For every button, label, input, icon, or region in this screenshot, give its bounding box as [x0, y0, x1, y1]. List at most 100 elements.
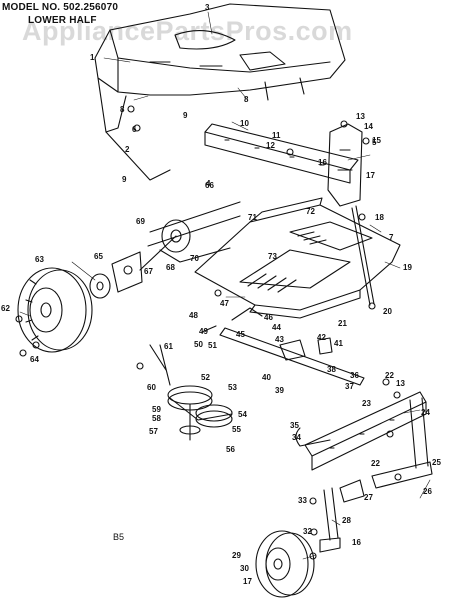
callout-10: 10	[240, 119, 249, 128]
callout-2: 2	[125, 145, 130, 154]
leader-lines	[19, 11, 431, 560]
callout-51: 51	[208, 341, 217, 350]
callout-13b: 13	[396, 379, 405, 388]
callout-46: 46	[264, 313, 273, 322]
center-pan	[194, 197, 401, 319]
callout-73: 73	[268, 252, 277, 261]
callout-6: 6	[132, 125, 137, 134]
callout-23: 23	[362, 399, 371, 408]
callout-61: 61	[164, 342, 173, 351]
axle-bar	[201, 307, 365, 386]
callout-12: 12	[266, 141, 275, 150]
callout-55: 55	[232, 425, 241, 434]
callout-11: 11	[272, 131, 281, 140]
callout-34: 34	[292, 433, 301, 442]
callout-43: 43	[275, 335, 284, 344]
cross-member	[204, 123, 359, 184]
callout-labels: 1 2 3 4 5 6 7 8 9 10 11 12 13 14 15 16 1…	[1, 3, 441, 586]
diagram-code: B5	[113, 532, 125, 542]
callout-66: 66	[205, 181, 214, 190]
callout-19: 19	[403, 263, 412, 272]
callout-17b: 17	[243, 577, 252, 586]
callout-16b: 16	[352, 538, 361, 547]
callout-35: 35	[290, 421, 299, 430]
callout-72: 72	[306, 207, 315, 216]
callout-14: 14	[364, 122, 373, 131]
callout-65: 65	[94, 252, 103, 261]
callout-68: 68	[166, 263, 175, 272]
callout-25: 25	[432, 458, 441, 467]
callout-32: 32	[303, 527, 312, 536]
callout-57: 57	[149, 427, 158, 436]
callout-26: 26	[423, 487, 432, 496]
watermark: AppliancePartsPros.com	[22, 16, 353, 46]
pulley-stack	[149, 344, 233, 441]
callout-56: 56	[226, 445, 235, 454]
callout-59: 59	[152, 405, 161, 414]
callout-4: 4	[206, 179, 211, 188]
callout-47: 47	[220, 299, 229, 308]
callout-70: 70	[190, 254, 199, 263]
callout-22b: 22	[371, 459, 380, 468]
callout-63: 63	[35, 255, 44, 264]
steering-bracket	[327, 123, 363, 207]
callout-60: 60	[147, 383, 156, 392]
callout-9b: 9	[122, 175, 127, 184]
callout-45: 45	[236, 330, 245, 339]
callout-39: 39	[275, 386, 284, 395]
callout-40: 40	[262, 373, 271, 382]
callout-71: 71	[248, 213, 257, 222]
callout-38: 38	[327, 365, 336, 374]
callout-17: 17	[366, 171, 375, 180]
callout-18: 18	[375, 213, 384, 222]
callout-27: 27	[364, 493, 373, 502]
hardware	[15, 105, 402, 560]
callout-52: 52	[201, 373, 210, 382]
callout-50: 50	[194, 340, 203, 349]
callout-64: 64	[30, 355, 39, 364]
callout-37: 37	[345, 382, 354, 391]
spindles	[319, 397, 433, 553]
callout-7: 7	[389, 233, 394, 242]
callout-30: 30	[240, 564, 249, 573]
callout-28: 28	[342, 516, 351, 525]
callout-13: 13	[356, 112, 365, 121]
callout-69: 69	[136, 217, 145, 226]
callout-36: 36	[350, 371, 359, 380]
callout-3: 3	[205, 3, 210, 12]
callout-24: 24	[421, 408, 430, 417]
callout-5: 5	[372, 138, 377, 147]
callout-8: 8	[120, 105, 125, 114]
section-title: LOWER HALF	[28, 15, 97, 26]
callout-48: 48	[189, 311, 198, 320]
callout-20: 20	[383, 307, 392, 316]
callout-58: 58	[152, 414, 161, 423]
callout-67: 67	[144, 267, 153, 276]
callout-44: 44	[272, 323, 281, 332]
callout-53: 53	[228, 383, 237, 392]
callout-42: 42	[317, 333, 326, 342]
left-wheel	[17, 267, 93, 353]
callout-21: 21	[338, 319, 347, 328]
callout-9: 9	[183, 111, 188, 120]
callout-15: 15	[372, 136, 381, 145]
callout-16: 16	[318, 158, 327, 167]
callout-29: 29	[232, 551, 241, 560]
callout-1: 1	[90, 53, 95, 62]
steering-rod	[351, 205, 376, 310]
idler-assembly	[147, 201, 241, 263]
upper-frame	[94, 3, 346, 181]
callout-49: 49	[199, 327, 208, 336]
callout-54: 54	[238, 410, 247, 419]
callout-33: 33	[298, 496, 307, 505]
callout-62: 62	[1, 304, 10, 313]
hub-parts	[89, 235, 177, 299]
front-axle	[295, 391, 427, 471]
front-wheel	[255, 530, 315, 598]
model-number: MODEL NO. 502.256070	[2, 2, 119, 13]
callout-41: 41	[334, 339, 343, 348]
callout-8b: 8	[244, 95, 249, 104]
callout-22: 22	[385, 371, 394, 380]
